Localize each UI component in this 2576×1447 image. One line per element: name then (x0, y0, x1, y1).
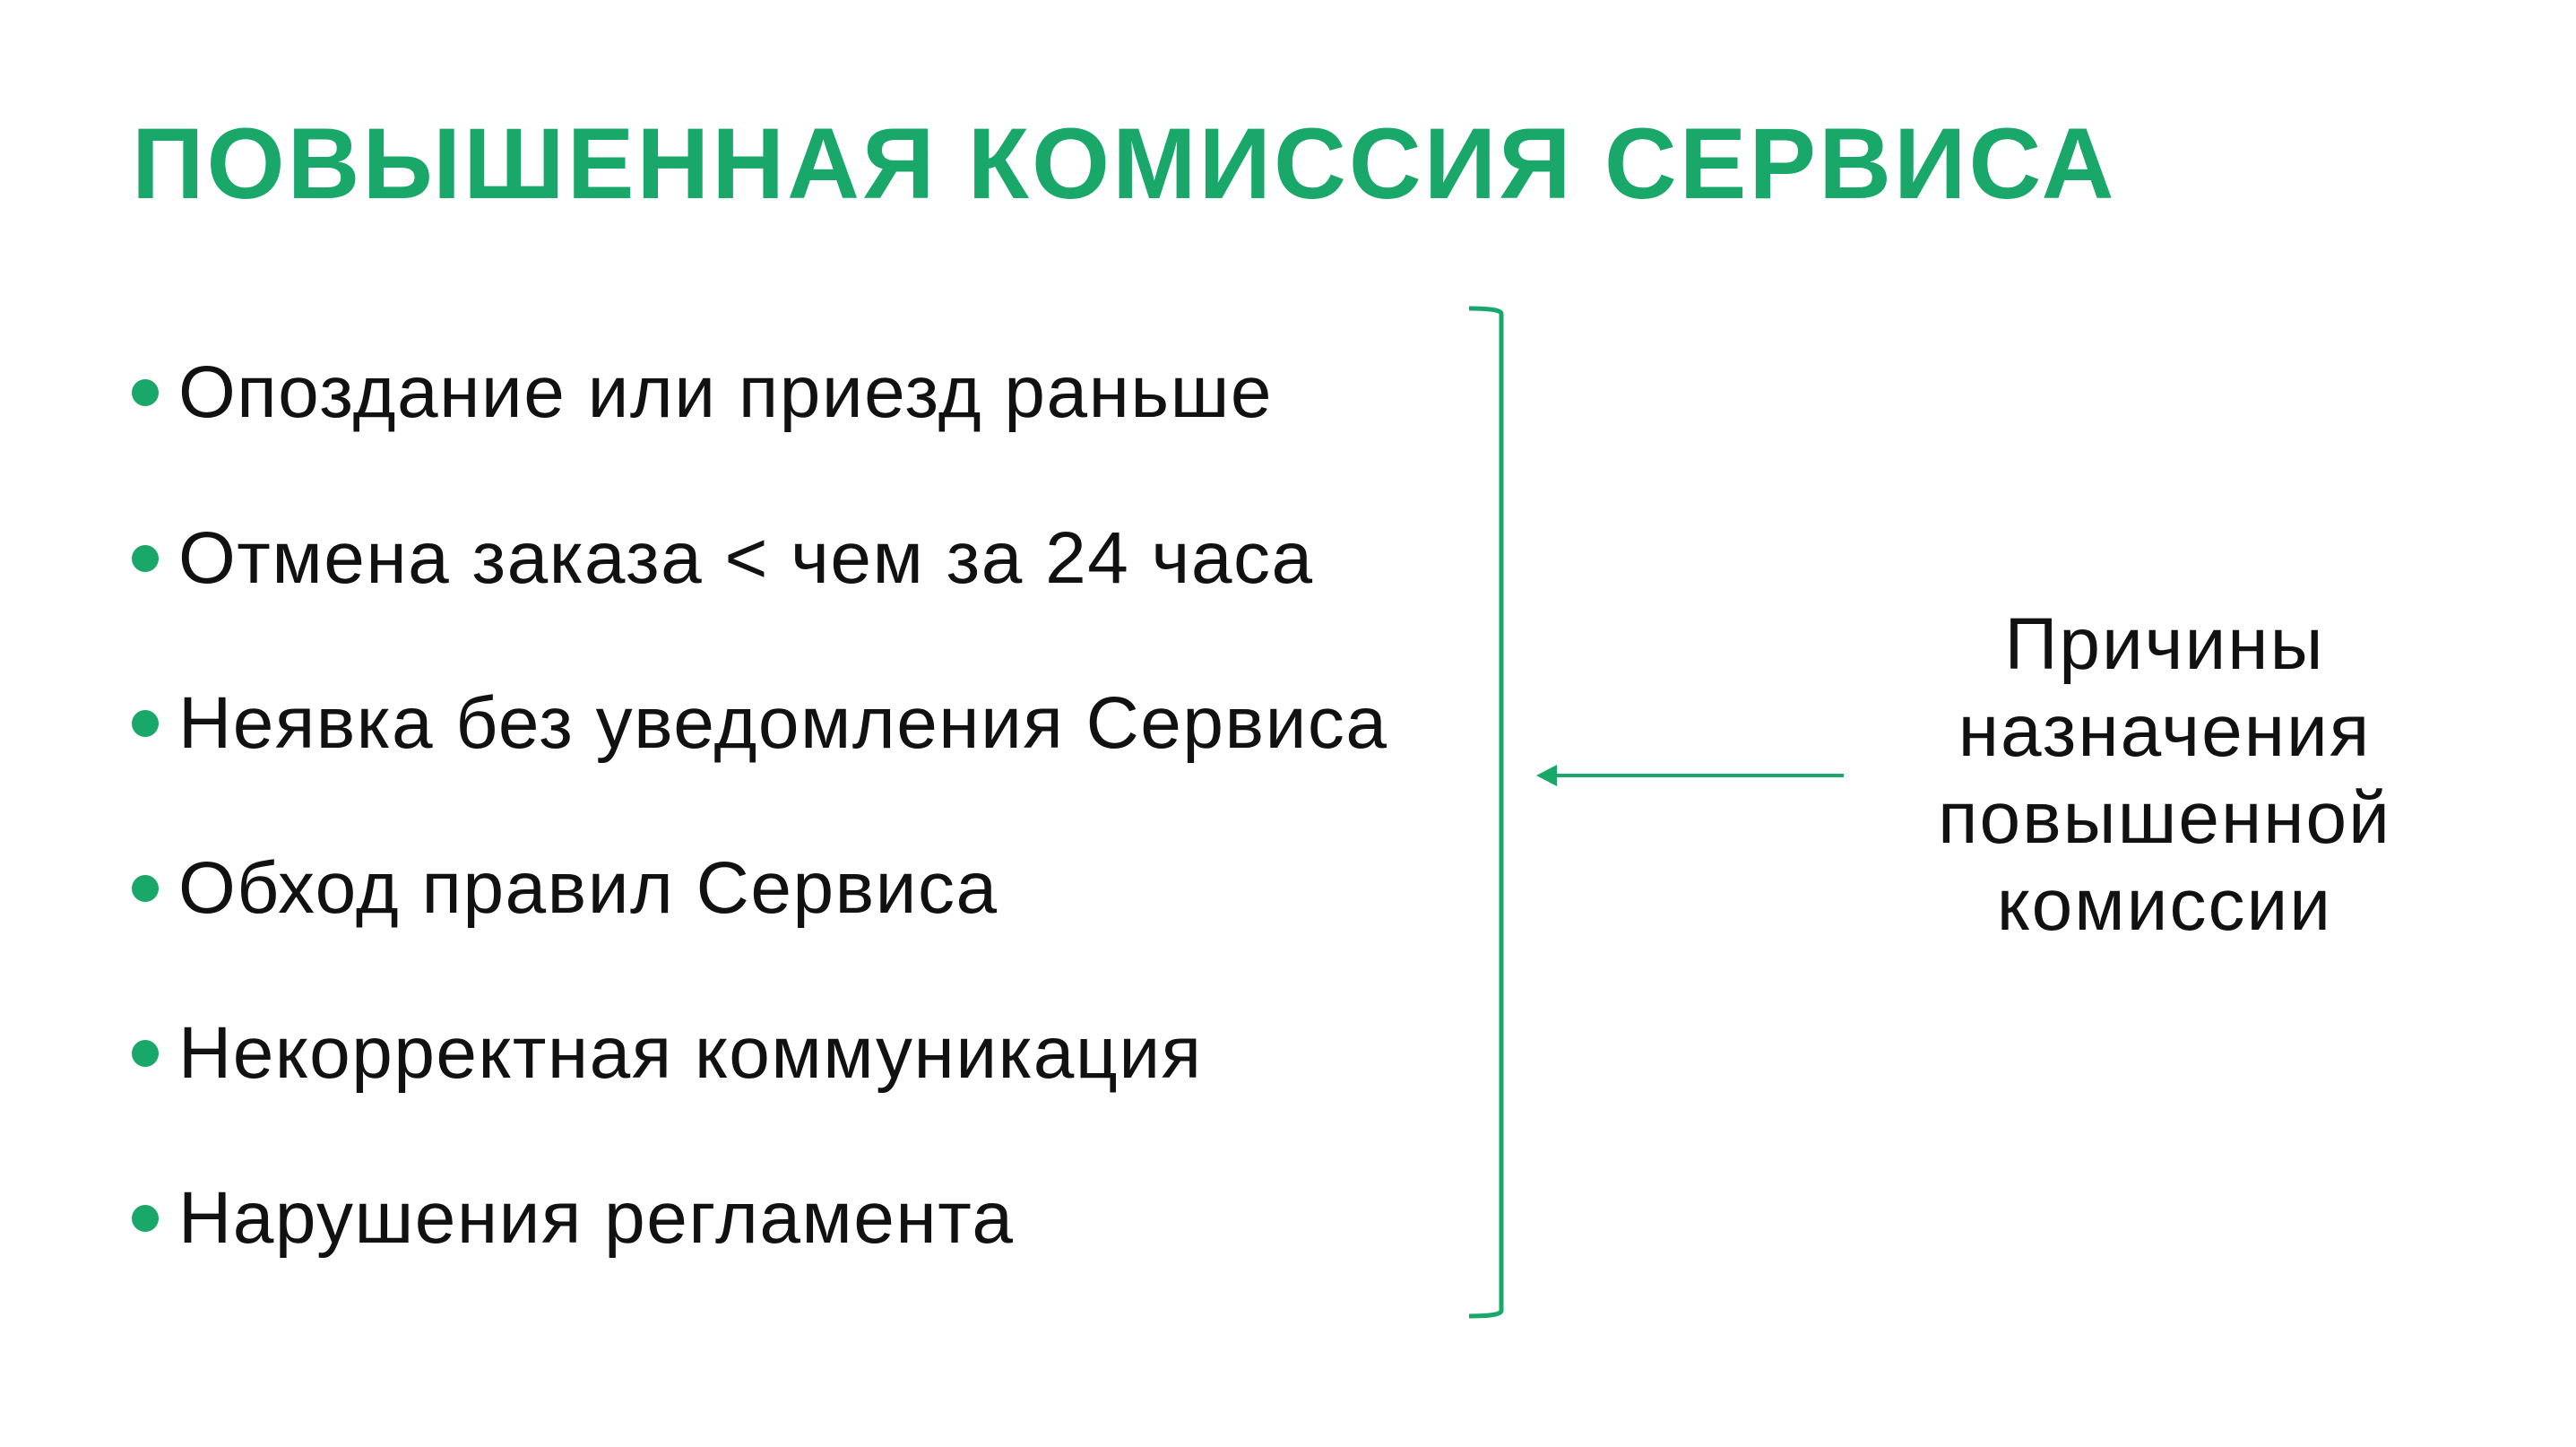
list-item-label: Неявка без уведомления Сервиса (178, 682, 1388, 764)
list-item: Отмена заказа < чем за 24 часа (132, 514, 1314, 603)
caption-line: Причины (2004, 603, 2325, 685)
bullet-icon (132, 545, 159, 572)
caption-line: назначения (1958, 690, 2372, 772)
list-item: Неявка без уведомления Сервиса (132, 679, 1387, 768)
bullet-icon (132, 1040, 159, 1067)
list-item-label: Опоздание или приезд раньше (178, 351, 1273, 433)
caption-line: комиссии (1996, 864, 2333, 946)
bullet-icon (132, 1205, 159, 1232)
list-item: Обход правил Сервиса (132, 844, 998, 933)
list-item-label: Нарушения регламента (178, 1177, 1015, 1259)
list-item-label: Отмена заказа < чем за 24 часа (178, 517, 1314, 599)
arrow-left-icon (1536, 765, 1557, 786)
slide-title: ПОВЫШЕННАЯ КОМИССИЯ СЕРВИСА (132, 108, 2117, 220)
list-item-label: Обход правил Сервиса (178, 847, 998, 929)
bullet-icon (132, 875, 159, 902)
caption-line: повышенной (1938, 777, 2391, 859)
list-item: Опоздание или приезд раньше (132, 348, 1273, 438)
list-item: Некорректная коммуникация (132, 1009, 1203, 1098)
list-item-label: Некорректная коммуникация (178, 1012, 1203, 1094)
bullet-icon (132, 379, 159, 406)
bullet-icon (132, 710, 159, 737)
list-item: Нарушения регламента (132, 1174, 1014, 1263)
right-bracket (1468, 306, 1504, 1319)
reasons-caption: Причины назначения повышенной комиссии (1896, 601, 2433, 949)
